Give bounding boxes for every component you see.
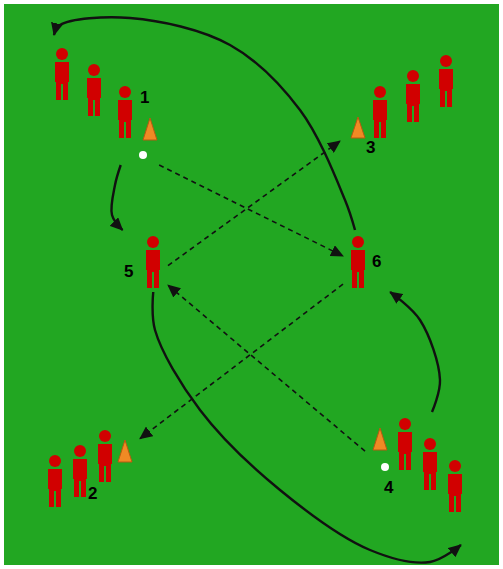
player xyxy=(398,418,412,470)
run-arrow xyxy=(390,292,440,412)
player xyxy=(48,455,62,507)
player xyxy=(55,48,69,100)
cone xyxy=(143,118,157,140)
pass-line xyxy=(168,141,340,266)
player xyxy=(406,70,420,122)
player xyxy=(87,64,101,116)
player xyxy=(118,86,132,138)
callout-number: 2 xyxy=(88,484,97,504)
player-group: 4 xyxy=(365,412,475,545)
player xyxy=(448,460,462,512)
run-arrow xyxy=(153,292,461,563)
player xyxy=(423,438,437,490)
pass-line xyxy=(159,165,343,256)
callout-number: 3 xyxy=(366,138,375,158)
cone xyxy=(351,117,365,138)
callout-number: 6 xyxy=(372,252,381,272)
callout-number: 4 xyxy=(384,478,393,498)
player xyxy=(146,236,160,288)
pass-line xyxy=(140,284,343,438)
cone xyxy=(373,428,387,450)
player xyxy=(439,55,453,107)
player-group: 6 xyxy=(343,230,391,292)
player-group: 2 xyxy=(40,425,140,510)
player-group: 3 xyxy=(340,50,470,162)
ball xyxy=(139,151,147,159)
pass-line xyxy=(168,285,365,451)
player xyxy=(351,236,365,288)
player xyxy=(373,86,387,138)
run-arrow xyxy=(54,17,355,230)
run-arrow xyxy=(111,165,122,230)
cone xyxy=(118,440,132,462)
player xyxy=(98,430,112,482)
callout-number: 1 xyxy=(140,88,149,108)
player xyxy=(73,445,87,497)
ball xyxy=(381,463,389,471)
player-group: 1 xyxy=(30,35,168,165)
callout-number: 5 xyxy=(124,262,133,282)
player-group: 5 xyxy=(118,230,168,292)
pitch xyxy=(4,4,499,565)
